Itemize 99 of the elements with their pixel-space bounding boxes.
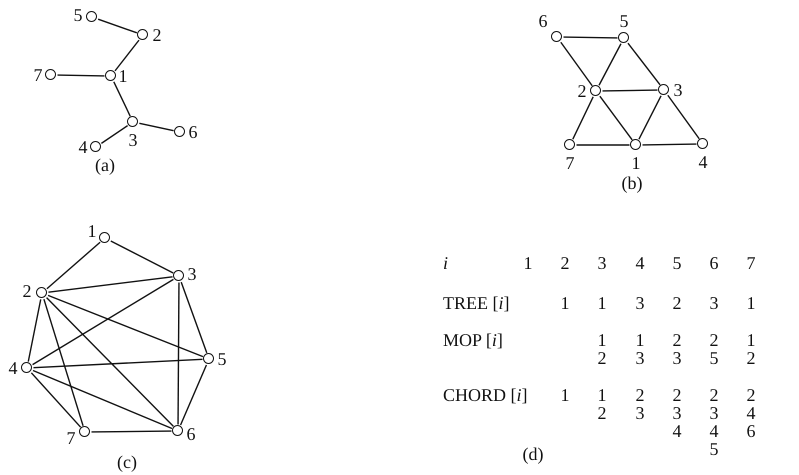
edge-line [627,42,661,86]
vertex-number: 5 [74,6,82,24]
table-value: 5 [710,440,718,458]
table-value: 7 [746,254,756,272]
vertex-number: 1 [632,154,640,172]
table-value: 6 [746,422,756,440]
table-row-header: TREE [i] [443,294,510,312]
caption: (c) [117,453,137,471]
table-value: 2 [746,349,756,367]
edge-line [180,282,208,354]
table-value: 2 [560,254,570,272]
edge-line [101,125,128,144]
table-value: 1 [746,294,756,312]
table-value: 1 [598,386,606,404]
table-value: 3 [710,404,718,422]
table-row-header: MOP [i] [443,331,503,349]
vertex-number: 6 [538,12,548,30]
edge-line [638,95,662,140]
table-value: 4 [710,422,718,440]
vertex-number: 4 [698,153,708,171]
edge-line [30,372,82,428]
vertex-number: 6 [188,123,198,141]
table-value: 1 [524,254,532,272]
table-value: 1 [746,331,756,349]
edge-line [33,358,203,368]
edge-line [114,40,140,72]
edge-line [560,42,593,86]
table-value: 4 [672,422,682,440]
vertex-number: 3 [128,131,138,149]
table-value: 3 [672,404,682,422]
table-value: 2 [710,386,718,404]
caption: (d) [522,445,544,463]
table-value: 1 [598,331,606,349]
table-value: 3 [672,349,682,367]
table-value: 3 [636,349,644,367]
vertex-number: 3 [674,81,682,99]
edge-line [98,18,138,34]
vertex-number: 7 [34,66,42,84]
table-value: 2 [598,404,606,422]
edge-line [46,297,174,427]
vertex-number: 4 [8,359,18,377]
table-value: 5 [710,349,718,367]
edge-line [139,122,174,132]
table-value: 1 [560,294,570,312]
edge-line [599,96,633,140]
table-value: 2 [672,294,682,312]
table-value: 6 [710,254,718,272]
table-value: 2 [598,349,606,367]
caption: (b) [622,174,642,192]
edge-line [32,278,174,366]
caption: (a) [95,156,115,174]
table-value: 4 [636,254,644,272]
edge-line [563,36,618,39]
table-value: 2 [672,331,682,349]
vertex-number: 1 [88,222,96,240]
table-value: 3 [710,294,718,312]
edge-line [598,43,622,86]
table-value: 2 [672,386,682,404]
table-value: 5 [672,254,682,272]
table-value: 2 [636,386,644,404]
vertex-number: 3 [188,265,196,283]
vertex-number: 5 [620,12,628,30]
table-value: 2 [746,386,756,404]
edge-line [642,143,697,146]
edge-line [28,299,42,362]
edge-line [177,282,180,424]
table-value: 3 [598,254,606,272]
table-value: 2 [710,331,718,349]
table-value: 3 [636,294,644,312]
vertex-number: 7 [566,154,574,172]
edge-line [113,82,131,116]
edge-line [57,74,105,77]
table-value: 4 [746,404,756,422]
edge-line [48,294,204,358]
vertex-number: 7 [66,429,76,447]
table-value: 1 [636,331,644,349]
edge-line [46,242,101,290]
table-row-header: CHORD [i] [443,386,528,404]
vertex-number: 6 [186,425,196,443]
edge-line [32,370,172,430]
table-value: 3 [636,404,644,422]
edge-line [92,430,172,433]
edge-line [48,276,173,293]
edge-line [576,144,630,146]
vertex-number: 2 [22,282,32,300]
edge-line [110,240,174,274]
vertex-number: 4 [78,138,88,156]
edge-line [180,364,208,426]
vertex-number: 2 [578,82,586,100]
edge-line [667,94,700,140]
edge-line [43,299,84,426]
vertex-number: 1 [118,67,128,85]
edge-line [602,89,658,92]
edge-line [572,96,594,140]
table-value: 1 [598,294,606,312]
table-row-header: i [443,254,448,272]
vertex-number: 5 [218,350,226,368]
table-value: 1 [560,386,570,404]
vertex-number: 2 [152,26,162,44]
